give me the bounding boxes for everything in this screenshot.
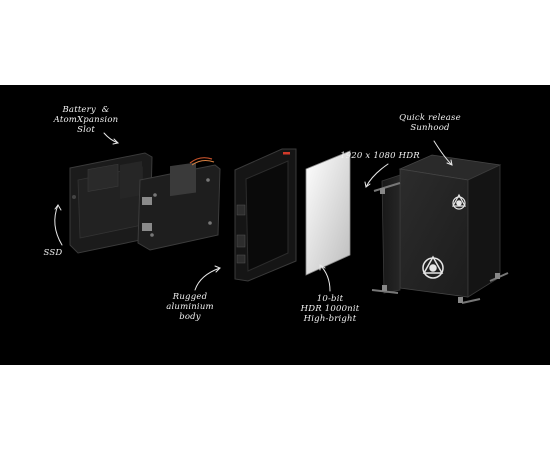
- arrow-ssd: [54, 204, 63, 246]
- diagram-art: [54, 132, 509, 304]
- label-hdr-panel: 10-bit HDR 1000nit High-bright: [300, 294, 360, 324]
- sunhood: [371, 154, 509, 304]
- arrow-sunhood: [433, 140, 453, 166]
- arrow-panel: [319, 264, 331, 292]
- callout-arrows: [54, 132, 453, 292]
- label-hdr-resolution: 1920 x 1080 HDR: [340, 151, 420, 161]
- hdr-screen-panel: [305, 150, 351, 276]
- aluminium-body: [234, 148, 297, 282]
- atomos-logo-icon: [422, 255, 444, 279]
- label-ssd: SSD: [43, 248, 63, 258]
- arrow-battery: [103, 132, 119, 144]
- back-housing: [69, 152, 153, 254]
- arrow-hdr-res: [365, 163, 389, 188]
- exploded-view-diagram: Battery & AtomXpansion Slot SSD 1920 x 1…: [0, 85, 550, 365]
- label-battery-slot: Battery & AtomXpansion Slot: [53, 105, 119, 135]
- atomos-logo-icon: [451, 193, 467, 210]
- label-aluminium-body: Rugged aluminium body: [166, 292, 214, 322]
- internal-board: [137, 157, 221, 251]
- label-sunhood: Quick release Sunhood: [399, 113, 461, 133]
- arrow-body: [194, 267, 221, 291]
